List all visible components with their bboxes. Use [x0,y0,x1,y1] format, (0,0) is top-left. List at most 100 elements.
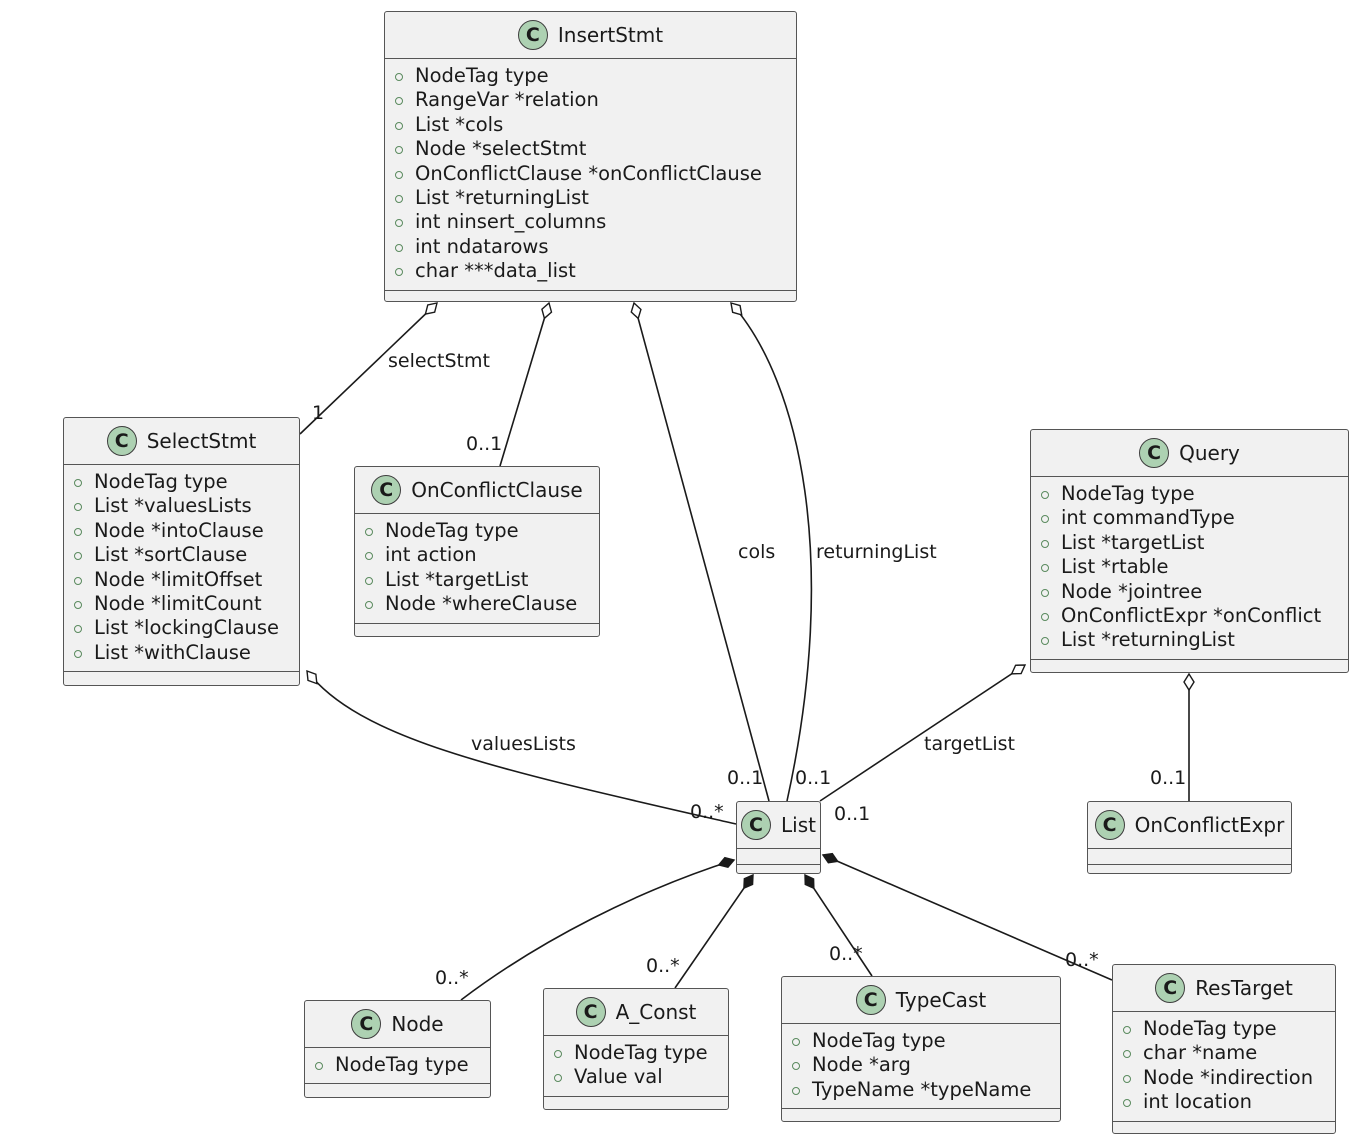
public-visibility-icon [1041,491,1049,499]
attribute-row: RangeVar *relation [385,88,796,112]
attribute-row: NodeTag type [64,470,299,494]
class-name: Node [391,1012,444,1036]
class-stereotype-icon: C [855,985,886,1015]
attribute-text: NodeTag type [812,1029,946,1052]
attribute-row: Node *limitCount [64,592,299,616]
relation-label: targetList [924,733,1015,755]
method-compartment [64,672,299,682]
relation-list-aconst: 0..* [646,873,754,989]
attribute-text: NodeTag type [335,1053,469,1076]
attribute-row: Node *limitOffset [64,568,299,592]
public-visibility-icon [395,73,403,81]
class-header: C OnConflictExpr [1088,802,1291,849]
relation-multiplicity: 0..* [829,943,863,965]
class-name: OnConflictExpr [1134,813,1285,837]
attribute-text: List *valuesLists [94,494,252,518]
class-name: InsertStmt [557,23,664,47]
relation-multiplicity: 0..* [690,801,724,823]
attribute-row: List *withClause [64,641,299,665]
relation-line [804,874,873,977]
attribute-row: Node *indirection [1113,1066,1335,1090]
public-visibility-icon [554,1074,562,1083]
relation-line [499,302,550,467]
aggregation-diamond-icon [730,302,743,316]
attribute-text: Node *arg [812,1053,911,1077]
attribute-compartment: NodeTag type [305,1048,490,1085]
public-visibility-icon [74,649,82,658]
attribute-text: NodeTag type [415,64,549,87]
attribute-row: OnConflictClause *onConflictClause [385,162,796,186]
attribute-text: List *withClause [94,640,251,664]
public-visibility-icon [74,552,82,561]
attribute-text: int location [1143,1090,1252,1114]
attribute-row: int ninsert_columns [385,210,796,234]
relation-list-typecast: 0..* [804,873,873,977]
relation-insert-onconflictclause: 0..1 [466,301,553,467]
class-name: Query [1179,441,1240,465]
method-compartment [544,1097,728,1107]
attribute-row: List *returningList [1031,628,1348,652]
attribute-row: NodeTag type [1031,482,1348,506]
composition-diamond-icon [717,856,736,869]
attribute-row: List *valuesLists [64,494,299,518]
public-visibility-icon [792,1062,800,1071]
attribute-text: Node *whereClause [385,592,578,616]
attribute-text: char ***data_list [415,259,576,283]
class-stereotype-icon: C [1094,810,1125,840]
attribute-text: List *targetList [385,567,529,591]
public-visibility-icon [395,194,403,203]
public-visibility-icon [74,479,82,487]
public-visibility-icon [395,97,403,106]
class-header: C TypeCast [782,977,1060,1024]
relation-multiplicity: 0..1 [795,767,831,789]
method-compartment [385,291,796,301]
public-visibility-icon [74,600,82,609]
class-stereotype-icon: C [741,810,772,840]
public-visibility-icon [1123,1050,1131,1059]
public-visibility-icon [554,1050,562,1058]
relation-label: returningList [816,541,937,563]
public-visibility-icon [365,601,373,610]
attribute-text: Node *intoClause [94,518,264,542]
public-visibility-icon [1041,637,1049,646]
attribute-text: OnConflictExpr *onConflict [1061,603,1322,627]
public-visibility-icon [792,1086,800,1095]
attribute-row: NodeTag type [544,1041,728,1065]
relation-line [633,302,770,802]
attribute-text: List *rtable [1061,555,1169,579]
public-visibility-icon [1041,515,1049,524]
relation-multiplicity: 1 [312,402,324,424]
attribute-text: NodeTag type [1143,1017,1277,1040]
attribute-compartment [1088,849,1291,865]
attribute-row: NodeTag type [385,64,796,88]
attribute-row: List *sortClause [64,543,299,567]
public-visibility-icon [395,219,403,228]
class-name: OnConflictClause [411,478,583,502]
relation-multiplicity: 0..1 [1150,767,1186,789]
aggregation-diamond-icon [541,301,553,320]
attribute-row: List *cols [385,113,796,137]
relation-multiplicity: 0..1 [834,803,870,825]
attribute-text: Node *jointree [1061,579,1203,603]
relation-multiplicity: 0..* [435,967,469,989]
class-name: TypeCast [895,988,987,1012]
attribute-text: RangeVar *relation [415,88,599,112]
method-compartment [782,1109,1060,1119]
attribute-row: Value val [544,1065,728,1089]
